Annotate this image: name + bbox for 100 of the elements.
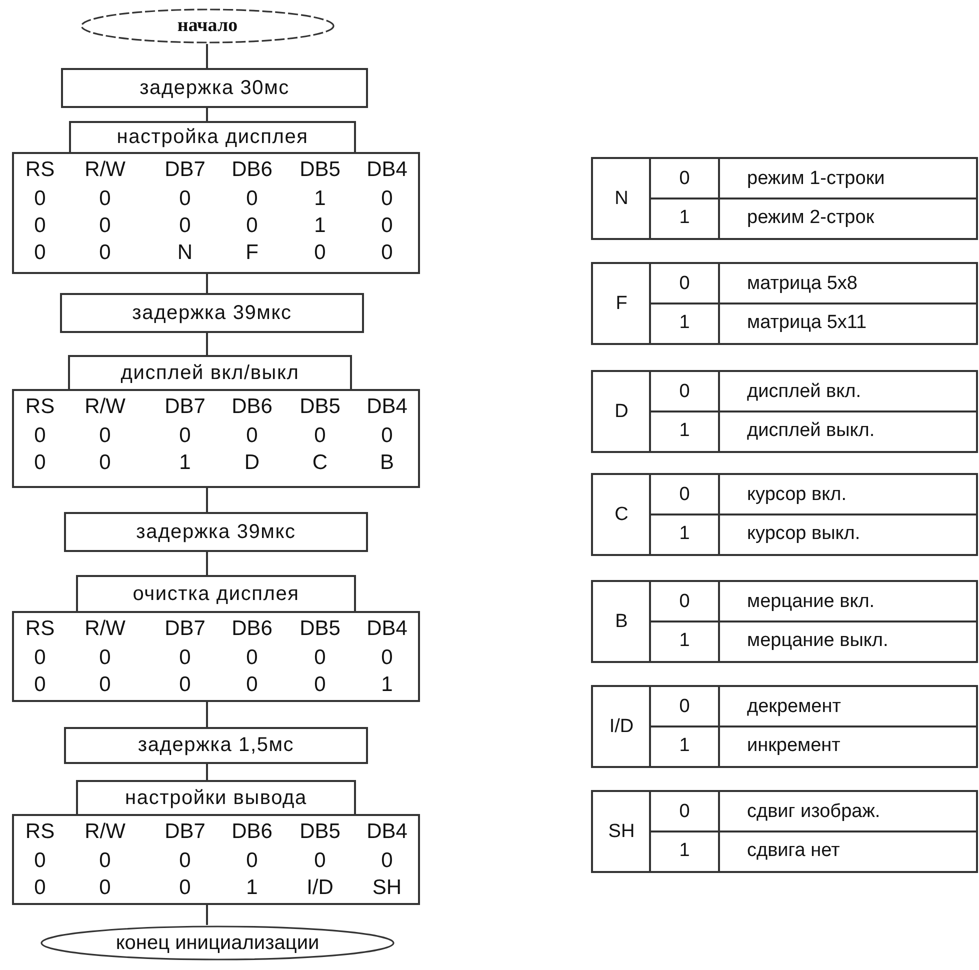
bit-value: 1 [679,840,690,862]
register-bit-name: DB5 [300,820,340,844]
connector-line [206,108,208,121]
register-bit-value: 0 [381,849,393,873]
register-bit-value: 0 [99,876,111,900]
bit-description: дисплей выкл. [747,420,875,442]
bit-name: B [615,610,628,632]
bit-name: SH [608,820,635,842]
register-bit-value: 0 [34,646,46,670]
process-box [61,68,368,108]
register-bit-value: D [244,451,260,475]
register-bit-name: DB7 [164,617,206,641]
register-bit-value: 0 [179,187,191,211]
register-bit-value: 0 [381,187,393,211]
step-label: задержка 1,5мс [138,734,294,757]
register-bit-value: 0 [179,424,191,448]
register-bit-name: DB6 [232,158,272,182]
register-bit-name: RS [25,395,55,419]
bit-table [591,370,978,453]
register-bit-value: 0 [179,876,191,900]
register-bit-value: 1 [381,673,393,697]
process-box [64,727,368,764]
register-bit-name: DB5 [300,158,340,182]
register-bit-value: I/D [306,876,334,900]
bit-name: F [616,292,628,314]
register-bit-value: 0 [246,187,258,211]
step-label: дисплей вкл/выкл [120,362,300,384]
register-bit-value: 0 [381,241,393,265]
register-bit-name: R/W [84,158,126,182]
register-bit-value: 0 [99,646,111,670]
register-bit-name: DB4 [366,617,408,641]
register-bit-name: DB5 [300,395,340,419]
register-table [12,814,420,905]
register-bit-value: 0 [99,451,111,475]
register-bit-value: 0 [34,241,46,265]
register-bit-value: 0 [381,424,393,448]
register-bit-name: DB6 [232,617,272,641]
bit-value: 1 [679,420,690,442]
register-bit-value: 0 [314,241,326,265]
process-box [64,512,368,552]
register-bit-name: DB4 [366,820,408,844]
register-bit-value: C [312,451,328,475]
register-bit-name: RS [25,617,55,641]
terminal-label: конец инициализации [116,932,320,954]
bit-description: мерцание вкл. [747,590,875,613]
bit-value: 1 [679,523,690,546]
bit-value: 0 [679,380,690,403]
register-bit-value: 0 [99,673,111,697]
register-bit-value: 0 [99,187,111,211]
bit-value: 0 [679,696,690,718]
register-bit-value: 0 [246,849,258,873]
register-bit-value: SH [372,876,402,900]
register-bit-name: R/W [84,820,126,844]
bit-table [591,580,978,663]
register-bit-value: 0 [246,673,258,697]
register-bit-value: 0 [314,646,326,670]
register-table [12,611,420,702]
register-bit-name: DB6 [232,820,272,844]
register-bit-value: 0 [381,214,393,238]
register-bit-name: R/W [84,395,126,419]
register-bit-value: 0 [246,424,258,448]
register-bit-value: 0 [34,451,46,475]
register-bit-value: 0 [34,876,46,900]
register-table [12,152,420,274]
bit-value: 1 [679,735,690,758]
register-bit-value: 0 [99,849,111,873]
register-bit-value: 0 [34,187,46,211]
connector-line [206,905,208,925]
register-bit-name: RS [25,820,55,844]
register-bit-value: 0 [246,214,258,238]
bit-table [591,157,978,240]
register-bit-name: DB6 [232,395,272,419]
bit-table [591,473,978,556]
connector-line [206,764,208,780]
register-bit-value: 0 [179,673,191,697]
register-bit-value: 0 [179,214,191,238]
table-header-box [76,780,356,816]
register-bit-name: DB7 [164,158,206,182]
register-bit-value: 0 [99,241,111,265]
step-label: настройка дисплея [116,126,308,149]
register-table [12,389,420,488]
bit-value: 0 [679,484,690,506]
bit-description: матрица 5x8 [747,272,858,295]
register-bit-name: RS [25,158,55,182]
register-bit-name: DB5 [300,617,340,641]
register-bit-value: 0 [34,849,46,873]
bit-value: 0 [679,800,690,823]
process-box [60,293,364,333]
register-bit-value: B [380,451,394,475]
connector-line [206,333,208,355]
table-header-box [69,121,356,154]
bit-description: курсор вкл. [747,484,846,506]
register-bit-value: F [246,241,258,265]
bit-description: дисплей вкл. [747,380,862,403]
register-bit-value: 0 [179,849,191,873]
step-label: задержка 30мс [140,76,290,100]
bit-value: 0 [679,590,690,613]
terminal-label: начало [177,15,238,37]
connector-line [206,488,208,512]
register-bit-value: 0 [314,424,326,448]
